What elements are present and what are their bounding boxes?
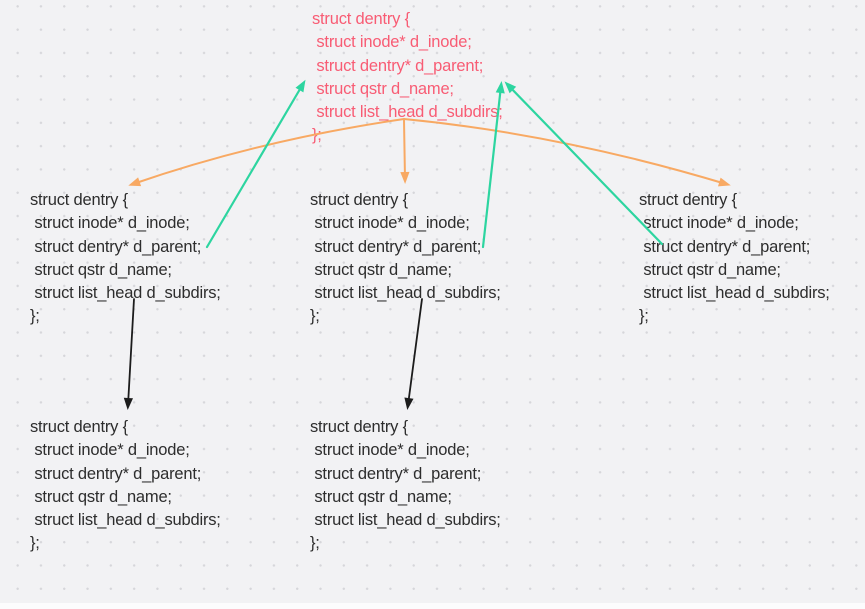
code-line: struct inode* d_inode; xyxy=(30,214,190,233)
code-line: struct dentry* d_parent; xyxy=(639,237,811,256)
code-line: struct inode* d_inode; xyxy=(30,441,190,460)
code-line: struct qstr d_name; xyxy=(310,260,452,279)
code-line: }; xyxy=(310,307,320,326)
struct-dentry-child-right[interactable]: struct dentry { struct inode* d_inode; s… xyxy=(639,189,830,329)
struct-dentry-child-left[interactable]: struct dentry { struct inode* d_inode; s… xyxy=(30,189,221,329)
code-line: struct qstr d_name; xyxy=(310,487,452,506)
code-line: struct dentry* d_parent; xyxy=(312,56,484,75)
code-line: }; xyxy=(30,307,40,326)
struct-dentry-root[interactable]: struct dentry { struct inode* d_inode; s… xyxy=(312,8,503,148)
code-line: struct list_head d_subdirs; xyxy=(310,511,501,530)
code-line: struct inode* d_inode; xyxy=(639,214,799,233)
code-line: struct qstr d_name; xyxy=(312,79,454,98)
code-line: struct dentry* d_parent; xyxy=(30,237,202,256)
struct-dentry-grandchild-middle[interactable]: struct dentry { struct inode* d_inode; s… xyxy=(310,416,501,556)
code-line: }; xyxy=(30,534,40,553)
code-line: struct list_head d_subdirs; xyxy=(639,284,830,303)
code-line: struct inode* d_inode; xyxy=(310,214,470,233)
code-line: struct dentry* d_parent; xyxy=(310,464,482,483)
code-line: struct inode* d_inode; xyxy=(310,441,470,460)
code-line: struct qstr d_name; xyxy=(639,260,781,279)
code-line: struct dentry { xyxy=(639,191,737,209)
code-line: struct dentry { xyxy=(312,10,410,28)
code-line: struct qstr d_name; xyxy=(30,260,172,279)
code-line: struct dentry* d_parent; xyxy=(310,237,482,256)
struct-dentry-child-middle[interactable]: struct dentry { struct inode* d_inode; s… xyxy=(310,189,501,329)
code-line: struct qstr d_name; xyxy=(30,487,172,506)
code-line: struct list_head d_subdirs; xyxy=(30,284,221,303)
code-line: struct list_head d_subdirs; xyxy=(30,511,221,530)
code-line: struct dentry { xyxy=(310,191,408,209)
code-line: }; xyxy=(639,307,649,326)
code-line: struct dentry { xyxy=(310,418,408,436)
code-line: }; xyxy=(310,534,320,553)
struct-dentry-grandchild-left[interactable]: struct dentry { struct inode* d_inode; s… xyxy=(30,416,221,556)
code-line: struct list_head d_subdirs; xyxy=(312,103,503,122)
code-line: struct dentry { xyxy=(30,418,128,436)
code-line: struct list_head d_subdirs; xyxy=(310,284,501,303)
code-line: }; xyxy=(312,126,322,145)
code-line: struct inode* d_inode; xyxy=(312,33,472,52)
canvas-bottom-strip xyxy=(0,603,865,609)
code-line: struct dentry { xyxy=(30,191,128,209)
code-line: struct dentry* d_parent; xyxy=(30,464,202,483)
